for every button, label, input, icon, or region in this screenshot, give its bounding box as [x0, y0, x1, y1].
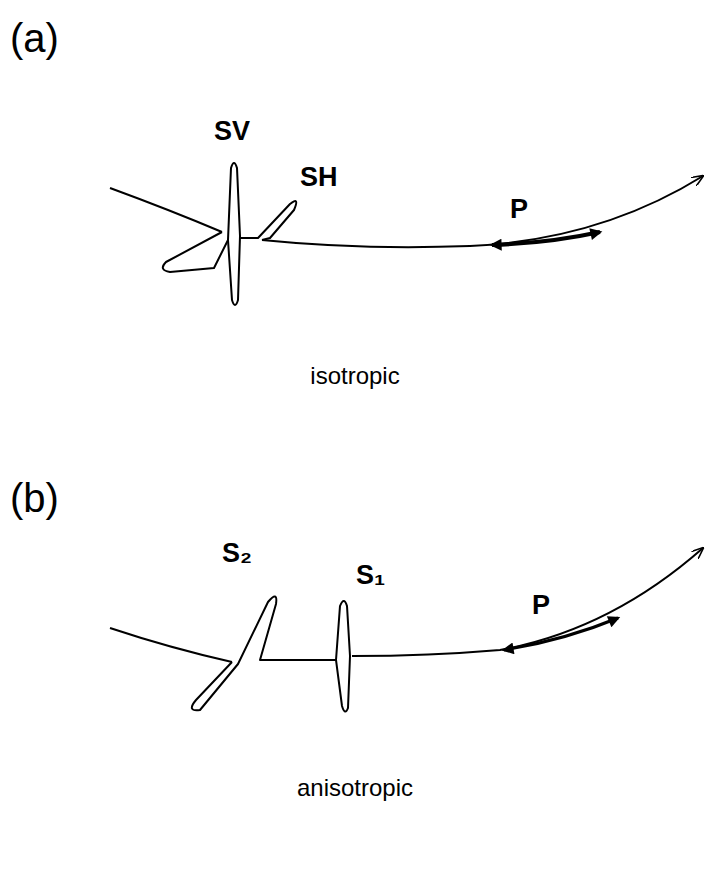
sh-wavelet — [240, 201, 296, 240]
wave-label: S₂ — [222, 540, 252, 567]
s1-wavelet — [336, 601, 350, 712]
panel-caption: isotropic — [310, 364, 399, 388]
wave-label: SH — [300, 164, 338, 191]
panel-label: (b) — [10, 478, 59, 518]
ray-path — [110, 628, 232, 662]
wave-label: P — [532, 592, 550, 619]
p-polarization-arrow — [504, 618, 618, 650]
p-polarization-arrow — [492, 232, 600, 245]
wave-label: P — [510, 196, 528, 223]
s2-wavelet — [192, 596, 278, 710]
wave-label: S₁ — [356, 562, 385, 589]
ray-path — [352, 548, 703, 656]
ray-path — [110, 188, 222, 232]
panel-caption: anisotropic — [297, 776, 413, 800]
ray-path — [278, 659, 336, 661]
sv-wavelet — [228, 163, 240, 305]
sh-wavelet — [163, 232, 228, 272]
wave-label: SV — [214, 118, 250, 145]
panel-label: (a) — [10, 18, 59, 58]
